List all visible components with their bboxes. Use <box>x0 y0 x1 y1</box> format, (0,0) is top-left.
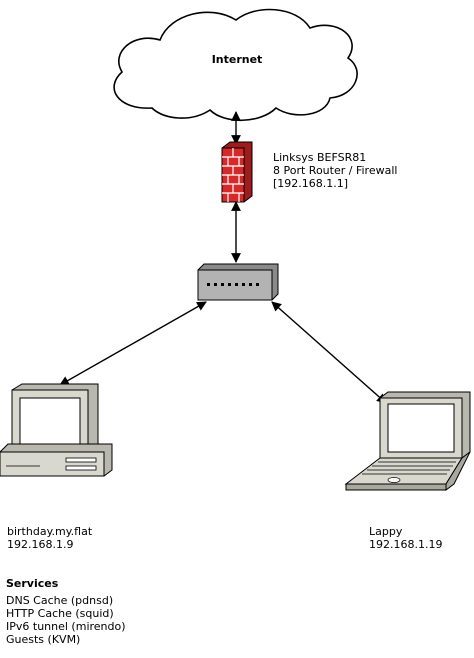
service-item: IPv6 tunnel (mirendo) <box>6 620 126 633</box>
firewall-label: Linksys BEFSR81 8 Port Router / Firewall… <box>273 151 397 190</box>
laptop-icon <box>344 391 471 491</box>
service-item: DNS Cache (pdnsd) <box>6 594 114 607</box>
service-item: HTTP Cache (squid) <box>6 607 114 620</box>
firewall-icon <box>221 141 253 203</box>
switch-icon <box>197 263 279 301</box>
services-heading: Services <box>6 577 59 590</box>
service-item: Guests (KVM) <box>6 633 81 646</box>
desktop-ip: 192.168.1.9 <box>7 538 74 551</box>
desktop-label: birthday.my.flat 192.168.1.9 <box>7 525 92 551</box>
laptop-label: Lappy 192.168.1.19 <box>369 525 442 551</box>
services-list: Services DNS Cache (pdnsd) HTTP Cache (s… <box>6 577 126 646</box>
internet-label: Internet <box>212 53 263 66</box>
desktop-computer-icon <box>0 383 113 477</box>
firewall-ip: [192.168.1.1] <box>273 177 349 190</box>
firewall-description: 8 Port Router / Firewall <box>273 164 398 177</box>
laptop-hostname: Lappy <box>369 525 403 538</box>
laptop-ip: 192.168.1.19 <box>369 538 443 551</box>
link-switch-desktop <box>59 301 207 386</box>
firewall-model: Linksys BEFSR81 <box>273 151 367 164</box>
link-switch-laptop <box>271 301 387 404</box>
desktop-hostname: birthday.my.flat <box>7 525 93 538</box>
internet-cloud: Internet <box>113 8 358 121</box>
